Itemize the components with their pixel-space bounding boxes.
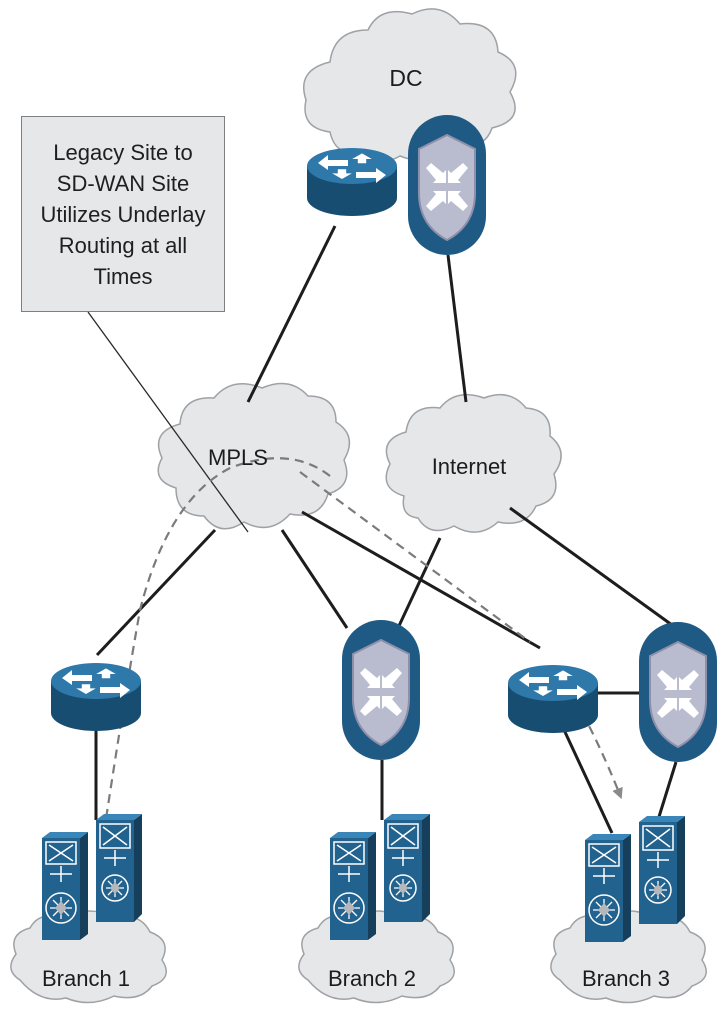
dc-label: DC [389,65,422,91]
branch3-router-icon [508,665,598,733]
dc-sd-wan-shield-icon [407,114,487,256]
internet-label: Internet [432,454,507,479]
branch1-label: Branch 1 [42,966,130,991]
dc-router-icon [307,148,397,216]
network-links [87,225,678,834]
branch2-sd-wan-shield-icon [341,619,421,761]
branch3-label: Branch 3 [582,966,670,991]
callout-text: Legacy Site to SD-WAN Site Utilizes Unde… [40,139,206,289]
mpls-cloud [157,382,351,530]
branch3-sd-wan-shield-icon [638,621,718,763]
branch1-router-icon [51,663,141,731]
internet-cloud [385,393,562,533]
callout-note: Legacy Site to SD-WAN Site Utilizes Unde… [21,116,225,312]
branch2-label: Branch 2 [328,966,416,991]
mpls-label: MPLS [208,445,268,470]
